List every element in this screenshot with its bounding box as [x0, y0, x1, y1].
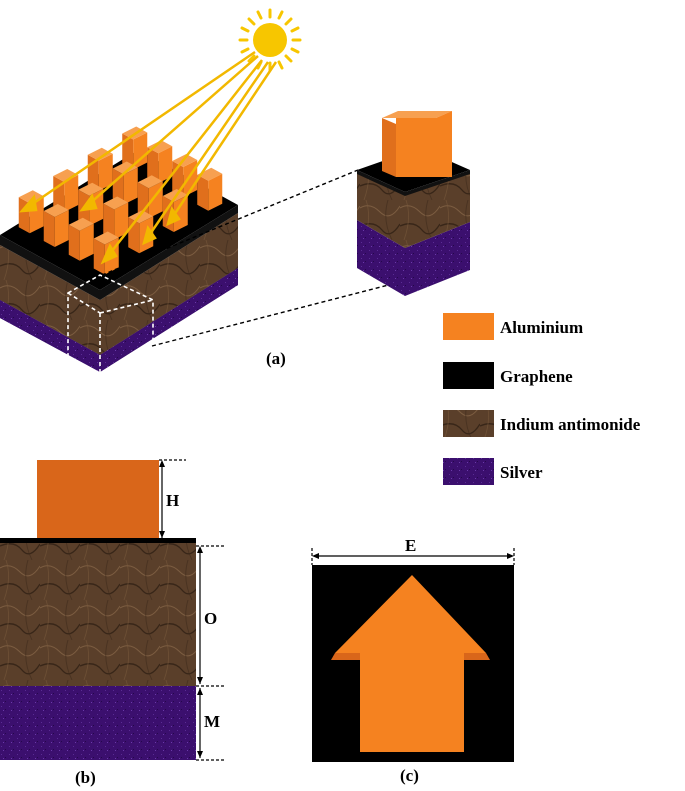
dim-m-label: M: [204, 712, 220, 731]
legend-swatch-insb: [443, 410, 494, 437]
legend: Aluminium Graphene Indium antimonide Sil…: [443, 313, 641, 485]
legend-label-graphene: Graphene: [500, 367, 573, 386]
legend-swatch-graphene: [443, 362, 494, 389]
panel-c-label: (c): [400, 766, 419, 785]
zoom-lines: [101, 169, 401, 347]
legend-swatch-silver: [443, 458, 494, 485]
panel-a-label: (a): [266, 349, 286, 368]
legend-label-aluminium: Aluminium: [500, 318, 583, 337]
array-insb-left: [0, 245, 100, 355]
sun-rays: [19, 50, 278, 265]
panel-b-side-view: H O M: [0, 459, 226, 761]
top-arrow-aluminium: [335, 575, 486, 752]
pillar: [103, 196, 129, 240]
dim-e-label: E: [405, 536, 416, 555]
panel-a-unit-cell: [357, 111, 470, 296]
legend-swatch-aluminium: [443, 313, 494, 340]
dim-o-label: O: [204, 609, 217, 628]
unit-cell-selection: [67, 274, 154, 379]
side-graphene: [0, 538, 196, 543]
panel-b-label: (b): [75, 768, 96, 787]
pillar: [147, 140, 173, 184]
pillar: [122, 126, 148, 170]
panel-a-array: [0, 8, 401, 379]
legend-label-silver: Silver: [500, 463, 543, 482]
pillar: [112, 161, 138, 205]
side-silver: [0, 686, 196, 760]
side-aluminium: [37, 460, 159, 540]
dim-h-label: H: [166, 491, 179, 510]
array-insb-right: [100, 213, 238, 355]
sun-icon: [238, 8, 302, 72]
pillar: [43, 204, 69, 247]
panel-c-top-view: E: [311, 536, 515, 762]
pillar: [68, 217, 94, 261]
pillar: [197, 167, 223, 211]
side-insb: [0, 543, 196, 686]
legend-label-insb: Indium antimonide: [500, 415, 641, 434]
